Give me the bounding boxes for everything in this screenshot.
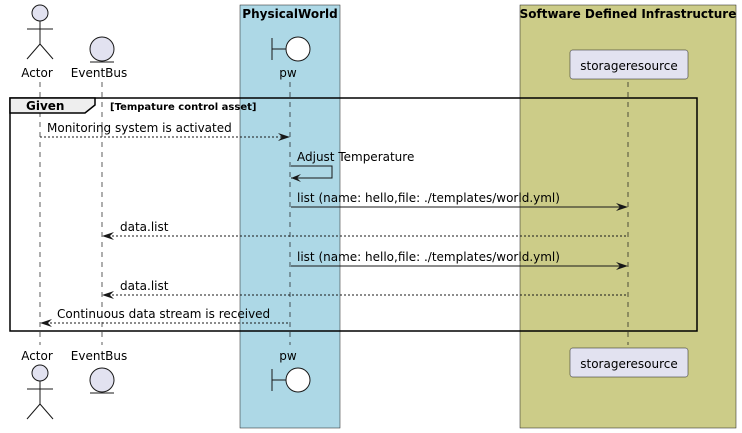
participant-pw-top[interactable]: pw [271,36,311,80]
boundary-icon [271,36,311,62]
message-label: Monitoring system is activated [47,121,232,135]
arrowhead-icon [102,291,114,299]
arrowhead-icon [616,262,628,270]
participant-eventbus-bottom[interactable]: EventBus [71,349,127,394]
participant-pw-label-bottom: pw [279,349,297,363]
participant-actor-top[interactable]: Actor [21,4,54,80]
participant-eventbus-label-bottom: EventBus [71,349,127,363]
box-physical-world-title: PhysicalWorld [242,7,337,21]
fragment-condition: [Tempature control asset] [110,102,256,113]
participant-eventbus-label: EventBus [71,66,127,80]
message-label: list (name: hello,file: ./templates/worl… [297,250,560,264]
message-monitoring-activated[interactable]: Monitoring system is activated [40,121,290,141]
message-list-2[interactable]: list (name: hello,file: ./templates/worl… [291,250,628,270]
boundary-icon [271,367,311,393]
participant-storageresource-label-bottom: storageresource [580,357,678,371]
participant-actor-label: Actor [21,66,53,80]
participant-pw-bottom[interactable]: pw [271,349,311,393]
participant-actor-label-bottom: Actor [21,349,53,363]
arrowhead-icon [278,133,290,141]
message-label: data.list [120,279,169,293]
participant-storageresource-label: storageresource [580,59,678,73]
message-data-list-1[interactable]: data.list [102,220,628,240]
participant-pw-label: pw [279,66,297,80]
lifelines [39,82,629,345]
fragment-keyword: Given [26,99,64,113]
participant-storageresource-bottom[interactable]: storageresource [569,347,689,378]
box-physical-world: PhysicalWorld [239,4,341,429]
actor-icon [26,364,54,420]
message-adjust-temperature[interactable]: Adjust Temperature [291,150,414,182]
arrowhead-icon [291,174,301,182]
arrowhead-icon [40,319,52,327]
arrowhead-icon [102,232,114,240]
participant-storageresource-top[interactable]: storageresource [569,49,689,80]
message-label: Adjust Temperature [297,150,414,164]
entity-icon [89,367,115,394]
message-data-list-2[interactable]: data.list [102,279,628,299]
entity-icon [89,36,115,63]
participant-actor-bottom[interactable]: Actor [21,349,54,420]
message-continuous-data-stream[interactable]: Continuous data stream is received [40,307,290,327]
fragment-given: Given [Tempature control asset] [9,97,698,332]
message-label: list (name: hello,file: ./templates/worl… [297,191,560,205]
message-label: Continuous data stream is received [57,307,270,321]
participant-eventbus-top[interactable]: EventBus [71,36,127,80]
actor-icon [26,4,54,60]
message-label: data.list [120,220,169,234]
box-sdi-title: Software Defined Infrastructure [520,7,737,21]
arrowhead-icon [616,203,628,211]
message-list-1[interactable]: list (name: hello,file: ./templates/worl… [291,191,628,211]
